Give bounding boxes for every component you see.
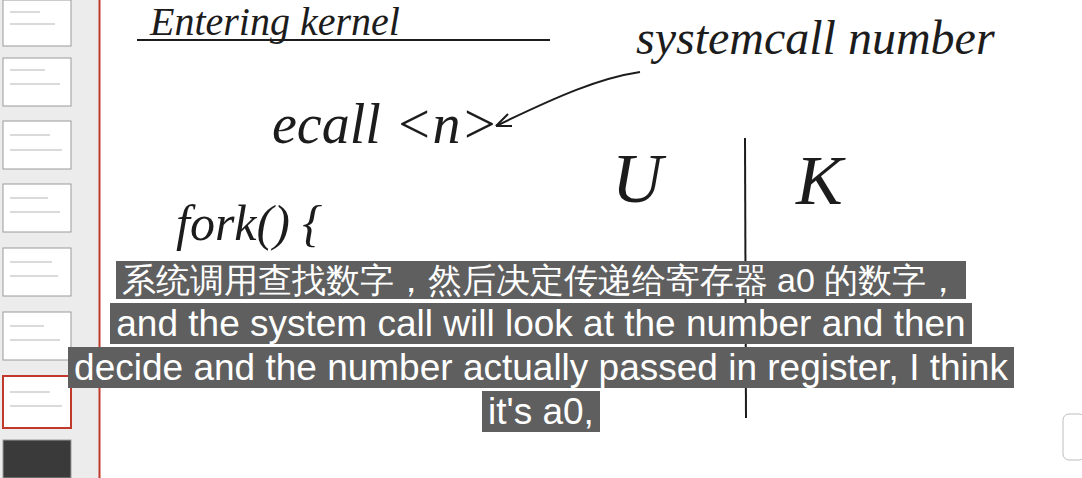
annotation-text: systemcall number	[636, 12, 995, 65]
title-text: Entering kernel	[150, 0, 400, 44]
slide-thumbnails	[3, 0, 71, 478]
subtitle-text: and the system call will look at the num…	[68, 303, 1014, 432]
region-label: U	[612, 140, 663, 217]
leader-arrow	[496, 72, 640, 126]
page-margin-line	[99, 0, 101, 478]
slide-thumbnail-current	[3, 376, 71, 428]
slide-thumbnail	[3, 121, 71, 169]
subtitle-box: and the system call will look at the num…	[62, 302, 1020, 434]
thumbnail-scribbles	[10, 12, 62, 406]
region-label: K	[796, 142, 843, 219]
subtitle-box: 系统调用查找数字，然后决定传递给寄存器 a0 的数字，	[6, 258, 1076, 302]
slide-thumbnail	[3, 0, 71, 46]
slide-thumbnail	[3, 184, 71, 232]
slide-thumbnail	[3, 440, 71, 478]
subtitle-text: 系统调用查找数字，然后决定传递给寄存器 a0 的数字，	[116, 261, 967, 299]
code-text: ecall <n>	[272, 94, 498, 156]
slide-thumbnail	[3, 248, 71, 296]
slide-thumbnail	[3, 312, 71, 360]
code-text: fork() {	[176, 196, 322, 251]
slide-sidebar	[0, 0, 99, 478]
slide-thumbnail	[3, 58, 71, 106]
player-control	[1063, 414, 1082, 460]
